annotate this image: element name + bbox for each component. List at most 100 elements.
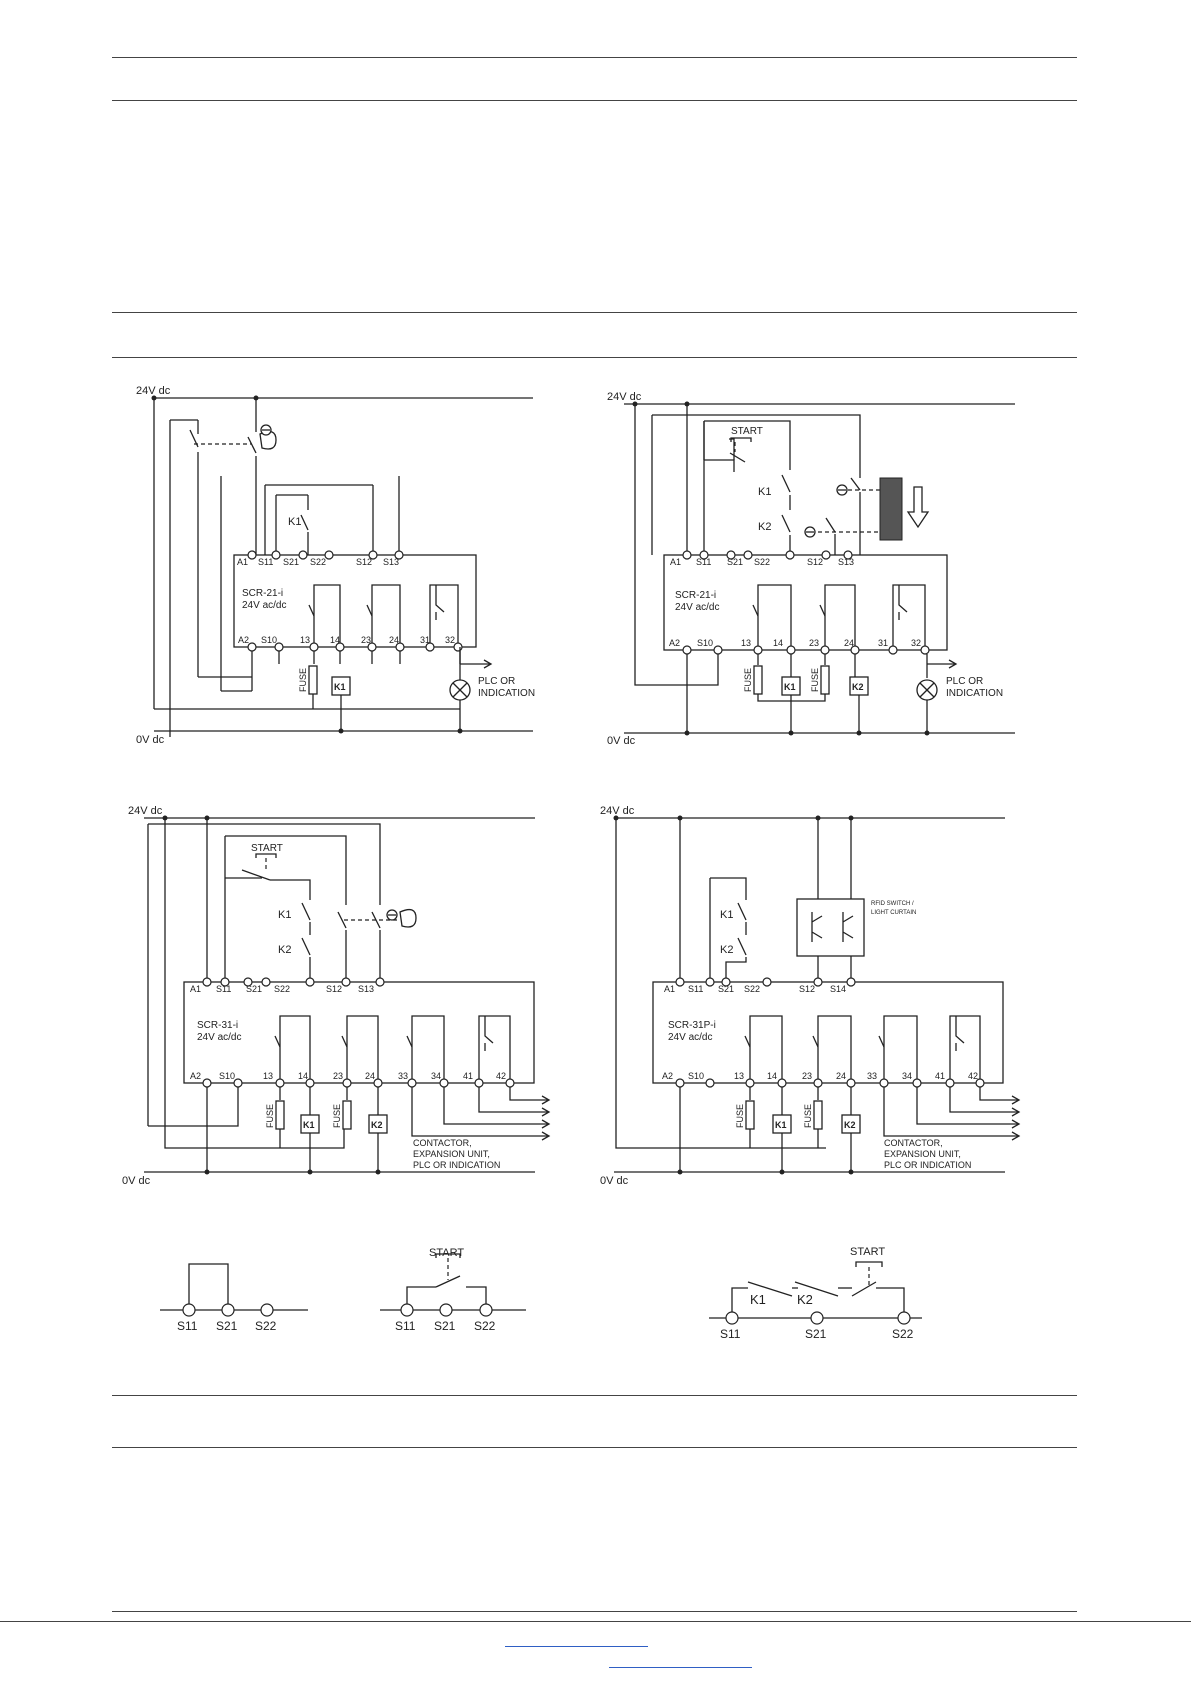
- svg-text:S22: S22: [474, 1319, 496, 1333]
- svg-text:S10: S10: [697, 638, 713, 648]
- svg-text:INDICATION: INDICATION: [946, 688, 1003, 699]
- svg-text:K1: K1: [720, 909, 733, 921]
- svg-text:42: 42: [496, 1071, 506, 1081]
- svg-text:PLC OR: PLC OR: [946, 676, 983, 687]
- contact-k1: K1: [288, 516, 301, 528]
- svg-text:A2: A2: [669, 638, 680, 648]
- rule-mid-1: [112, 312, 1077, 313]
- sensor-box: [796, 898, 865, 957]
- svg-text:31: 31: [420, 635, 430, 645]
- svg-text:24V dc: 24V dc: [128, 805, 163, 817]
- variant-manual-reset: START S11 S21 S22: [380, 1247, 526, 1333]
- svg-text:S14: S14: [830, 984, 846, 994]
- footer-divider: [0, 1621, 1191, 1622]
- svg-text:START: START: [429, 1247, 464, 1259]
- svg-text:K2: K2: [852, 682, 864, 692]
- svg-text:24V dc: 24V dc: [600, 805, 635, 817]
- footer-link-2[interactable]: [609, 1667, 752, 1668]
- svg-text:S13: S13: [358, 984, 374, 994]
- svg-text:FUSE: FUSE: [265, 1104, 275, 1128]
- svg-text:24: 24: [844, 638, 854, 648]
- svg-text:13: 13: [741, 638, 751, 648]
- svg-text:14: 14: [767, 1071, 777, 1081]
- rail-0v-label: 0V dc: [136, 734, 165, 746]
- svg-text:24V ac/dc: 24V ac/dc: [675, 602, 719, 613]
- svg-text:K2: K2: [720, 944, 733, 956]
- svg-text:41: 41: [935, 1071, 945, 1081]
- svg-text:33: 33: [398, 1071, 408, 1081]
- svg-text:FUSE: FUSE: [332, 1104, 342, 1128]
- svg-text:23: 23: [361, 635, 371, 645]
- svg-text:0V dc: 0V dc: [607, 735, 636, 747]
- svg-text:K1: K1: [784, 682, 796, 692]
- svg-text:S22: S22: [255, 1319, 277, 1333]
- svg-text:S21: S21: [727, 557, 743, 567]
- svg-text:23: 23: [809, 638, 819, 648]
- svg-text:S22: S22: [744, 984, 760, 994]
- svg-text:S11: S11: [720, 1327, 741, 1341]
- svg-text:A2: A2: [190, 1071, 201, 1081]
- svg-text:SCR-21-i: SCR-21-i: [675, 590, 716, 601]
- variant-auto-reset: S11 S21 S22: [160, 1263, 308, 1333]
- svg-text:24: 24: [365, 1071, 375, 1081]
- svg-text:S21: S21: [434, 1319, 456, 1333]
- svg-text:S22: S22: [310, 557, 326, 567]
- svg-text:INDICATION: INDICATION: [478, 688, 535, 699]
- sensor-label-2: LIGHT CURTAIN: [871, 910, 916, 916]
- svg-text:33: 33: [867, 1071, 877, 1081]
- svg-text:41: 41: [463, 1071, 473, 1081]
- svg-text:S11: S11: [395, 1319, 416, 1333]
- svg-text:K2: K2: [844, 1120, 856, 1130]
- svg-text:14: 14: [298, 1071, 308, 1081]
- svg-text:S21: S21: [805, 1327, 827, 1341]
- variant-monitored-reset: START K1 K2 S11 S21 S22: [709, 1246, 922, 1341]
- svg-text:START: START: [251, 843, 283, 854]
- svg-text:S11: S11: [258, 557, 273, 567]
- svg-text:32: 32: [445, 635, 455, 645]
- svg-text:K1: K1: [334, 682, 346, 692]
- rule-top-1: [112, 57, 1077, 58]
- svg-text:K2: K2: [371, 1120, 383, 1130]
- svg-text:S13: S13: [383, 557, 399, 567]
- svg-text:14: 14: [773, 638, 783, 648]
- svg-text:PLC OR: PLC OR: [478, 676, 515, 687]
- rule-top-2: [112, 100, 1077, 101]
- svg-text:24V ac/dc: 24V ac/dc: [197, 1032, 241, 1043]
- svg-text:K1: K1: [750, 1292, 766, 1307]
- diagram-2-scr21-guard: 24V dc 0V dc START K1 K2: [607, 391, 1015, 747]
- svg-text:FUSE: FUSE: [298, 668, 308, 692]
- svg-text:START: START: [731, 426, 763, 437]
- module-model: SCR-21-i: [242, 588, 283, 599]
- svg-text:K2: K2: [797, 1292, 813, 1307]
- diagram-3-scr31: 24V dc 0V dc START K1 K2 A1 S11: [122, 805, 551, 1187]
- svg-text:FUSE: FUSE: [803, 1104, 813, 1128]
- svg-text:13: 13: [734, 1071, 744, 1081]
- svg-text:24V dc: 24V dc: [607, 391, 642, 403]
- svg-text:S22: S22: [274, 984, 290, 994]
- svg-text:CONTACTOR,: CONTACTOR,: [884, 1138, 943, 1148]
- svg-text:24: 24: [389, 635, 399, 645]
- svg-text:A2: A2: [238, 635, 249, 645]
- footer-link-1[interactable]: [505, 1646, 648, 1647]
- svg-text:S21: S21: [283, 557, 299, 567]
- guard-door: [879, 477, 903, 541]
- svg-text:S11: S11: [696, 557, 711, 567]
- svg-text:CONTACTOR,: CONTACTOR,: [413, 1138, 472, 1148]
- rule-bottom: [112, 1611, 1077, 1612]
- svg-text:PLC OR INDICATION: PLC OR INDICATION: [884, 1160, 971, 1170]
- rule-mid-2: [112, 357, 1077, 358]
- svg-text:13: 13: [263, 1071, 273, 1081]
- svg-text:FUSE: FUSE: [810, 668, 820, 692]
- svg-text:31: 31: [878, 638, 888, 648]
- svg-text:A1: A1: [237, 557, 248, 567]
- svg-text:S11: S11: [216, 984, 231, 994]
- svg-text:S11: S11: [177, 1319, 198, 1333]
- svg-text:24V ac/dc: 24V ac/dc: [668, 1032, 712, 1043]
- svg-text:K2: K2: [278, 944, 291, 956]
- svg-text:S12: S12: [356, 557, 372, 567]
- svg-text:13: 13: [300, 635, 310, 645]
- rail-24v-label: 24V dc: [136, 385, 171, 397]
- svg-text:S12: S12: [799, 984, 815, 994]
- rule-low-2: [112, 1447, 1077, 1448]
